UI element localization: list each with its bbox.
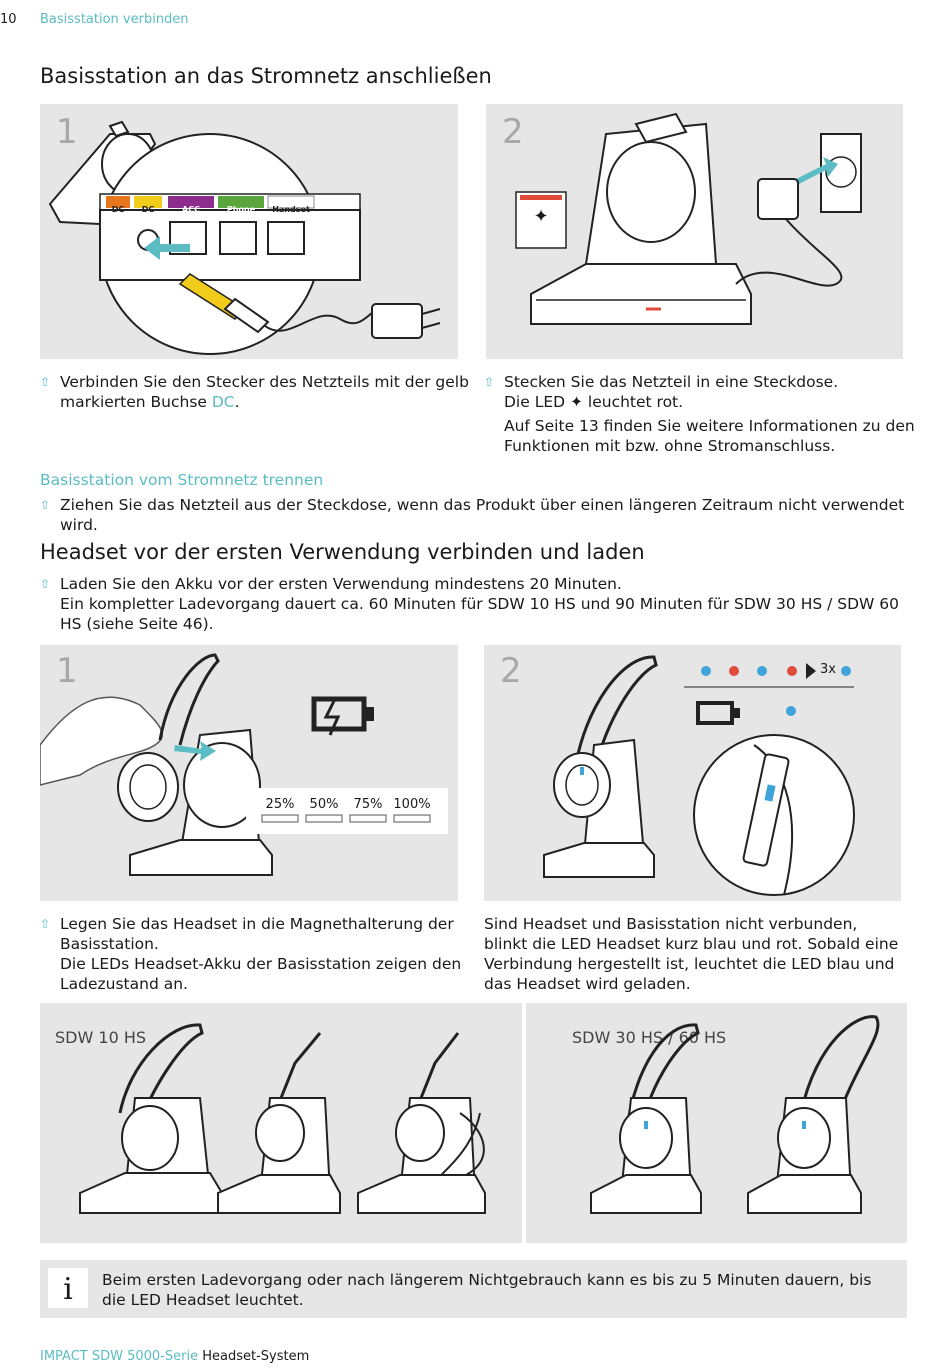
step-number: 2: [502, 112, 524, 152]
headset-led-illustration: [543, 655, 855, 896]
dc-reference: DC: [211, 393, 235, 411]
instruction-text: Verbinden Sie den Stecker des Netzteils …: [60, 373, 469, 411]
step-number: 2: [500, 651, 522, 691]
instruction-line: Stecken Sie das Netzteil in eine Steckdo…: [504, 373, 839, 391]
headset-base-illustration: [40, 653, 448, 876]
instruction-line: Legen Sie das Headset in die Magnethalte…: [60, 915, 454, 953]
caption-led-status: Sind Headset und Basisstation nicht verb…: [484, 915, 899, 993]
model-panel-sdw10: SDW 10 HS: [40, 1003, 522, 1243]
info-note: i Beim ersten Ladevorgang oder nach läng…: [40, 1260, 907, 1318]
footer: IMPACT SDW 5000-Serie Headset-System: [40, 1349, 309, 1364]
illustration-place-headset: 1 25% 50% 75% 100%: [40, 645, 458, 901]
sdw10-headsets-illustration: [79, 1023, 486, 1214]
info-icon: i: [48, 1268, 88, 1308]
instruction-connect-dc: ⇧ Verbinden Sie den Stecker des Netzteil…: [40, 372, 470, 412]
instruction-text: Ziehen Sie das Netzteil aus der Steckdos…: [60, 496, 905, 534]
illustration-power-socket: 2 ✦: [486, 104, 903, 359]
charge-level-75: 75%: [353, 797, 383, 812]
footer-series: IMPACT SDW 5000-Serie: [40, 1349, 199, 1364]
instruction-charge: ⇧ Laden Sie den Akku vor der ersten Verw…: [40, 574, 910, 634]
punctuation: .: [234, 393, 240, 411]
step-number: 1: [56, 112, 78, 152]
instruction-disconnect: ⇧ Ziehen Sie das Netzteil aus der Steckd…: [40, 495, 930, 535]
instruction-line: Die LEDs Headset-Akku der Basisstation z…: [60, 955, 462, 993]
charge-level-100: 100%: [393, 797, 431, 812]
led-plus-symbol: ✦: [533, 206, 549, 227]
model-label-sdw30-60: SDW 30 HS / 60 HS: [572, 1028, 727, 1047]
charge-level-25: 25%: [265, 797, 295, 812]
illustration-led-blink: 2 3x: [484, 645, 901, 901]
page-number: 10: [0, 12, 17, 27]
bullet-arrow-icon: ⇧: [40, 577, 51, 591]
running-head: Basisstation verbinden: [40, 12, 189, 27]
port-label-acc: ACC: [182, 205, 200, 214]
info-text: Beim ersten Ladevorgang oder nach länger…: [102, 1271, 872, 1309]
illustration-connect-dc: 1 DC DC ACC Phone Handset: [40, 104, 458, 359]
bullet-arrow-icon: ⇧: [40, 498, 51, 512]
bullet-arrow-icon: ⇧: [484, 375, 495, 389]
subheading-disconnect: Basisstation vom Stromnetz trennen: [40, 471, 324, 489]
footer-product: Headset-System: [202, 1349, 310, 1364]
base-station-front-illustration: [515, 112, 862, 325]
port-label-phone: Phone: [226, 205, 256, 214]
base-station-back-illustration: [48, 120, 441, 355]
instruction-plug-socket: ⇧ Stecken Sie das Netzteil in eine Steck…: [484, 372, 924, 456]
instruction-line: Die LED ✦ leuchtet rot.: [504, 393, 684, 411]
model-label-sdw10: SDW 10 HS: [55, 1028, 147, 1047]
model-panel-sdw30-60: SDW 30 HS / 60 HS: [526, 1003, 907, 1243]
instruction-line: Ein kompletter Ladevorgang dauert ca. 60…: [60, 595, 900, 633]
blink-count: 3x: [820, 662, 836, 677]
port-label-dc: DC: [141, 205, 155, 214]
port-label-handset: Handset: [272, 205, 310, 214]
charge-level-50: 50%: [309, 797, 339, 812]
step-number: 1: [56, 651, 78, 691]
section-title-headset: Headset vor der ersten Verwendung verbin…: [40, 540, 645, 564]
instruction-line: Laden Sie den Akku vor der ersten Verwen…: [60, 575, 622, 593]
sdw30-60-headsets-illustration: [590, 1015, 880, 1214]
instruction-note: Auf Seite 13 finden Sie weitere Informat…: [504, 417, 915, 455]
bullet-arrow-icon: ⇧: [40, 917, 51, 931]
bullet-arrow-icon: ⇧: [40, 375, 51, 389]
section-title-power: Basisstation an das Stromnetz anschließe…: [40, 64, 492, 88]
instruction-place-headset: ⇧ Legen Sie das Headset in die Magnethal…: [40, 914, 470, 994]
port-label-dc-left: DC: [111, 205, 125, 214]
